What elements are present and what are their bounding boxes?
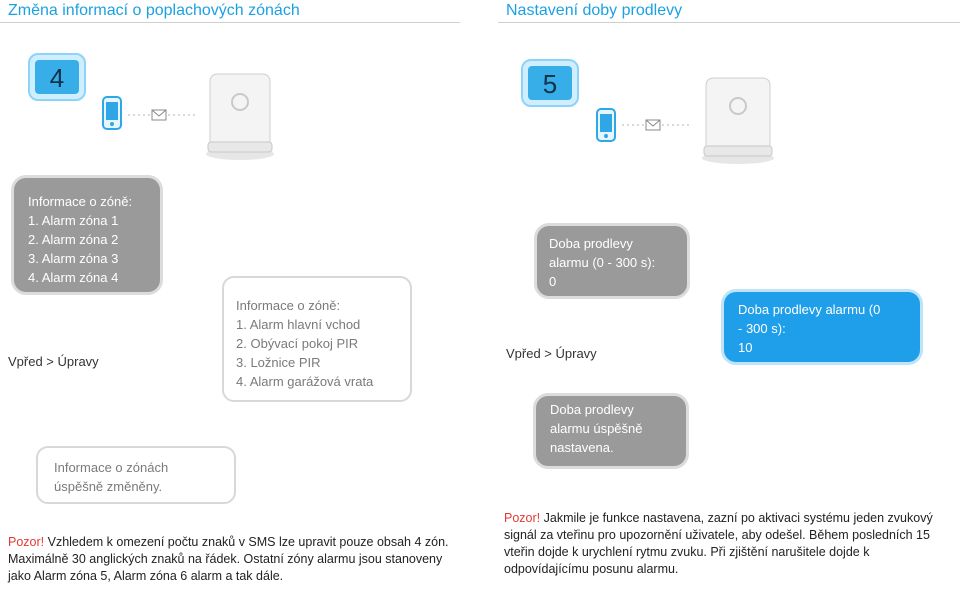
zone-info-line: 1. Alarm zóna 1 [28,213,119,228]
step-4-icon: 4 [27,52,87,102]
step-5-icon: 5 [520,58,580,108]
edited-zones-bubble: Informace o zóně: 1. Alarm hlavní vchod … [222,276,412,402]
edited-delay-bubble: Doba prodlevy alarmu (0 - 300 s): 10 [724,292,920,362]
zones-changed-confirmation: Informace o zónách úspěšně změněny. [36,446,236,504]
zone-info-line: 4. Alarm zóna 4 [28,270,119,285]
delay-warning-note: Pozor! Jakmile je funkce nastavena, zazn… [504,510,954,578]
edited-zone-line: 2. Obývací pokoj PIR [236,336,359,351]
confirmation-line: Doba prodlevy [550,402,634,417]
forward-edit-label: Vpřed > Úpravy [8,354,99,369]
delay-set-confirmation: Doba prodlevy alarmu úspěšně nastavena. [536,396,686,466]
message-flow-icon [622,118,692,132]
delay-info-line: alarmu (0 - 300 s): [549,255,656,270]
step-4-number: 4 [50,63,64,93]
confirmation-line: Informace o zónách [54,460,169,475]
zone-info-line: 3. Alarm zóna 3 [28,251,119,266]
delay-info-line: 0 [549,274,557,289]
confirmation-line: alarmu úspěšně [550,421,643,436]
phone-icon [596,108,616,142]
edited-zone-line: 3. Ložnice PIR [236,355,321,370]
delay-info-sms-bubble: Doba prodlevy alarmu (0 - 300 s): 0 [537,226,687,296]
forward-edit-label: Vpřed > Úpravy [506,346,597,361]
edited-zone-line: 1. Alarm hlavní vchod [236,317,361,332]
warning-text: Vzhledem k omezení počtu znaků v SMS lze… [8,535,449,583]
edited-delay-line: Doba prodlevy alarmu (0 [738,302,881,317]
warning-label: Pozor! [8,535,45,549]
edited-zone-line: Informace o zóně: [236,298,341,313]
step-5-number: 5 [543,69,557,99]
delay-info-line: Doba prodlevy [549,236,633,251]
zone-info-sms-bubble: Informace o zóně: 1. Alarm zóna 1 2. Ala… [14,178,160,292]
alarm-hub-device [696,76,780,166]
message-flow-icon [128,108,198,122]
warning-label: Pozor! [504,511,541,525]
zone-info-line: Informace o zóně: [28,194,133,209]
phone-icon [102,96,122,130]
edited-delay-line: 10 [738,340,753,355]
left-section-title: Změna informací o poplachových zónách [0,0,460,23]
zone-info-line: 2. Alarm zóna 2 [28,232,119,247]
edited-zone-line: 4. Alarm garážová vrata [236,374,374,389]
edited-delay-line: - 300 s): [738,321,786,336]
confirmation-line: nastavena. [550,440,614,455]
right-section-title: Nastavení doby prodlevy [498,0,960,23]
zones-warning-note: Pozor! Vzhledem k omezení počtu znaků v … [8,534,458,585]
confirmation-line: úspěšně změněny. [54,479,163,494]
alarm-hub-device [200,72,280,162]
warning-text: Jakmile je funkce nastavena, zazní po ak… [504,511,933,576]
